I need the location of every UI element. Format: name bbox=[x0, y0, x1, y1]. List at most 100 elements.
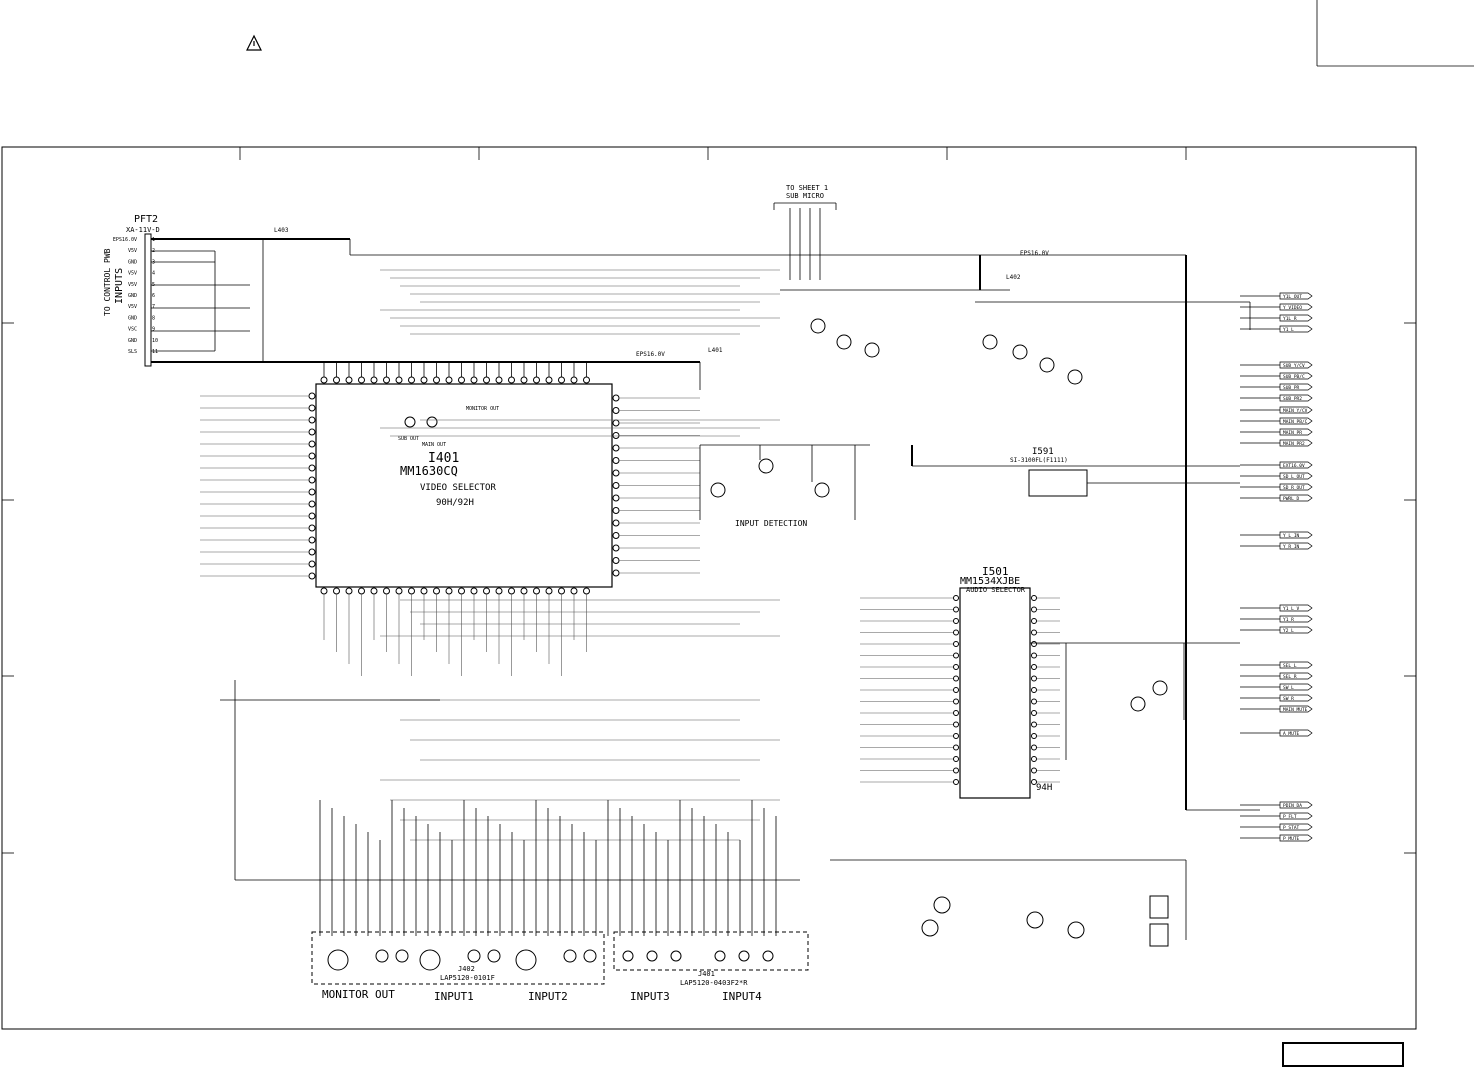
input-detection-label: INPUT DETECTION bbox=[735, 519, 807, 528]
eps16-label-b: EPS16.0V bbox=[1020, 250, 1049, 257]
pft2-pin-label: V5V bbox=[128, 282, 137, 288]
i401-pins-left bbox=[200, 392, 316, 580]
i401-pin bbox=[612, 507, 620, 514]
i401-pin bbox=[308, 404, 316, 412]
right-tag-label: SD_L_OUT bbox=[1283, 474, 1305, 480]
j401-ref: J401 bbox=[698, 970, 715, 978]
i401-ref: I401 bbox=[428, 451, 459, 466]
right-tag-label: SUB_PB/C bbox=[1283, 374, 1305, 380]
i401-pin bbox=[308, 560, 316, 568]
i401-pin bbox=[483, 376, 490, 384]
i401-pin bbox=[612, 557, 620, 564]
i501-pin bbox=[1031, 618, 1037, 624]
i501-body bbox=[959, 587, 1031, 799]
i501-pin bbox=[953, 767, 959, 774]
i401-pin bbox=[612, 532, 620, 539]
i401-pins-bottom bbox=[320, 587, 590, 676]
i501-pin bbox=[1031, 710, 1037, 716]
i401-pin bbox=[570, 587, 578, 595]
i401-pin bbox=[308, 392, 316, 400]
i401-pin bbox=[558, 587, 565, 595]
i401-pin bbox=[483, 587, 490, 595]
i401-pin bbox=[308, 452, 316, 460]
i501-pin bbox=[1031, 652, 1037, 659]
j402-outline bbox=[311, 931, 605, 985]
i501-pin bbox=[1031, 641, 1037, 647]
right-tag-arrow bbox=[1279, 394, 1313, 402]
right-tag-arrow bbox=[1279, 705, 1313, 713]
pft2-pin-label: GND bbox=[128, 293, 137, 299]
to-sheet-1-block: TO SHEET 1 SUB MICRO bbox=[773, 184, 837, 280]
i401-pin bbox=[612, 457, 620, 464]
right-tag-arrow bbox=[1279, 694, 1313, 702]
right-tag-label: Y1_L bbox=[1283, 327, 1294, 333]
i501-pin bbox=[1031, 595, 1037, 601]
video-buffer-transistors bbox=[780, 255, 1251, 385]
right-tag-arrow bbox=[1279, 417, 1313, 425]
right-tag-group: A_MUTE bbox=[1240, 729, 1313, 737]
i401-pins-top bbox=[320, 362, 590, 384]
i401-pin bbox=[470, 376, 478, 384]
j402-part: LAP5120-0101F bbox=[440, 974, 495, 982]
right-tag-arrow bbox=[1279, 428, 1313, 436]
right-tag-arrow bbox=[1279, 292, 1313, 300]
i501-pin bbox=[1031, 756, 1037, 762]
right-tag-arrow bbox=[1279, 812, 1313, 820]
right-tag-label: MAIN_PR2 bbox=[1283, 441, 1305, 447]
right-tag-arrow bbox=[1279, 472, 1313, 480]
i401-pin bbox=[433, 587, 440, 595]
bottom-label-input4: INPUT4 bbox=[722, 990, 762, 1003]
i401-pin bbox=[458, 376, 465, 384]
right-tag-label: EXT16.0V bbox=[1283, 463, 1305, 469]
pft2-pin-label: SLS bbox=[128, 349, 137, 355]
right-tag-label: MAIN_MUTE bbox=[1283, 707, 1308, 713]
i401-pin bbox=[345, 587, 353, 595]
right-tag-label: SUB_Y/CV bbox=[1283, 363, 1305, 369]
i401-pin bbox=[520, 587, 528, 595]
i501-pin bbox=[953, 779, 959, 785]
i501-pin bbox=[953, 744, 959, 751]
right-tag-label: Y_VIDEO bbox=[1283, 305, 1302, 311]
connector-pft2: PFT2 XA-11V-D INPUTS TO CONTROL PWB EPS1… bbox=[103, 214, 160, 367]
i401-pin bbox=[320, 587, 328, 595]
i401-variant: 90H/92H bbox=[436, 498, 474, 508]
i401-function: VIDEO SELECTOR bbox=[420, 483, 496, 493]
right-tag-label: MAIN_PB/C bbox=[1283, 419, 1308, 425]
i401-pin bbox=[308, 500, 316, 508]
right-tag-label: P_STAT bbox=[1283, 825, 1300, 831]
i401-pin bbox=[583, 376, 590, 384]
right-tag-arrow bbox=[1279, 439, 1313, 447]
i401-pin bbox=[612, 519, 620, 527]
i501-pin bbox=[953, 606, 959, 613]
right-tag-arrow bbox=[1279, 406, 1313, 414]
i401-pin bbox=[612, 494, 620, 502]
i401-sub-out-marker bbox=[404, 416, 416, 428]
right-tag-label: SEL_R bbox=[1283, 674, 1297, 680]
right-tag-label: PDIN_DA bbox=[1283, 803, 1302, 809]
i401-pin bbox=[445, 587, 453, 595]
right-tag-arrow bbox=[1279, 823, 1313, 831]
i401-monitor-out: MONITOR OUT bbox=[466, 406, 499, 412]
i401-body bbox=[315, 383, 613, 588]
ic-i401: I401 MM1630CQ VIDEO SELECTOR 90H/92H SUB… bbox=[200, 362, 700, 676]
i401-pins-right bbox=[612, 394, 700, 577]
i401-pin bbox=[308, 572, 316, 580]
i401-pin bbox=[308, 512, 316, 520]
bottom-label-input3: INPUT3 bbox=[630, 990, 670, 1003]
i401-pin bbox=[612, 444, 620, 452]
i401-pin bbox=[333, 587, 340, 595]
i501-ref: I501 bbox=[982, 565, 1009, 578]
i401-pin bbox=[508, 587, 515, 595]
i401-pin bbox=[533, 376, 540, 384]
right-tag-arrow bbox=[1279, 683, 1313, 691]
right-tag-label: SUB_PR bbox=[1283, 385, 1300, 391]
i401-pin bbox=[470, 587, 478, 595]
pft2-pin-label: V5V bbox=[128, 248, 137, 254]
i501-part: MM1534XJBE bbox=[960, 576, 1020, 587]
